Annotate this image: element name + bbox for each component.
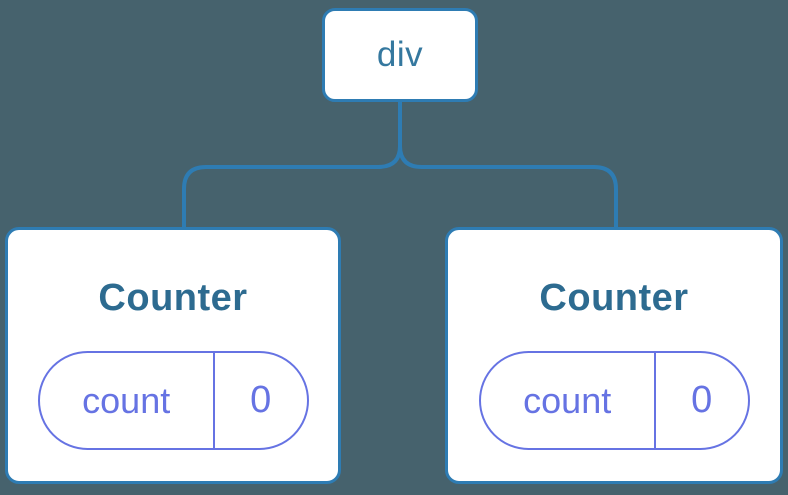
counter-node-left: Counter count 0: [5, 227, 341, 484]
state-key-label: count: [481, 353, 656, 448]
state-value: 0: [691, 379, 713, 421]
counter-title: Counter: [98, 277, 248, 319]
state-pill: count 0: [37, 351, 309, 450]
counter-title: Counter: [539, 277, 689, 319]
root-node-label: div: [376, 35, 424, 74]
state-value: 0: [250, 379, 272, 421]
root-node-div: div: [322, 8, 478, 102]
counter-node-right: Counter count 0: [445, 227, 783, 484]
connector-right-branch: [398, 95, 618, 230]
state-pill: count 0: [478, 351, 750, 450]
state-key-label: count: [40, 353, 215, 448]
connector-left-branch: [182, 95, 402, 230]
